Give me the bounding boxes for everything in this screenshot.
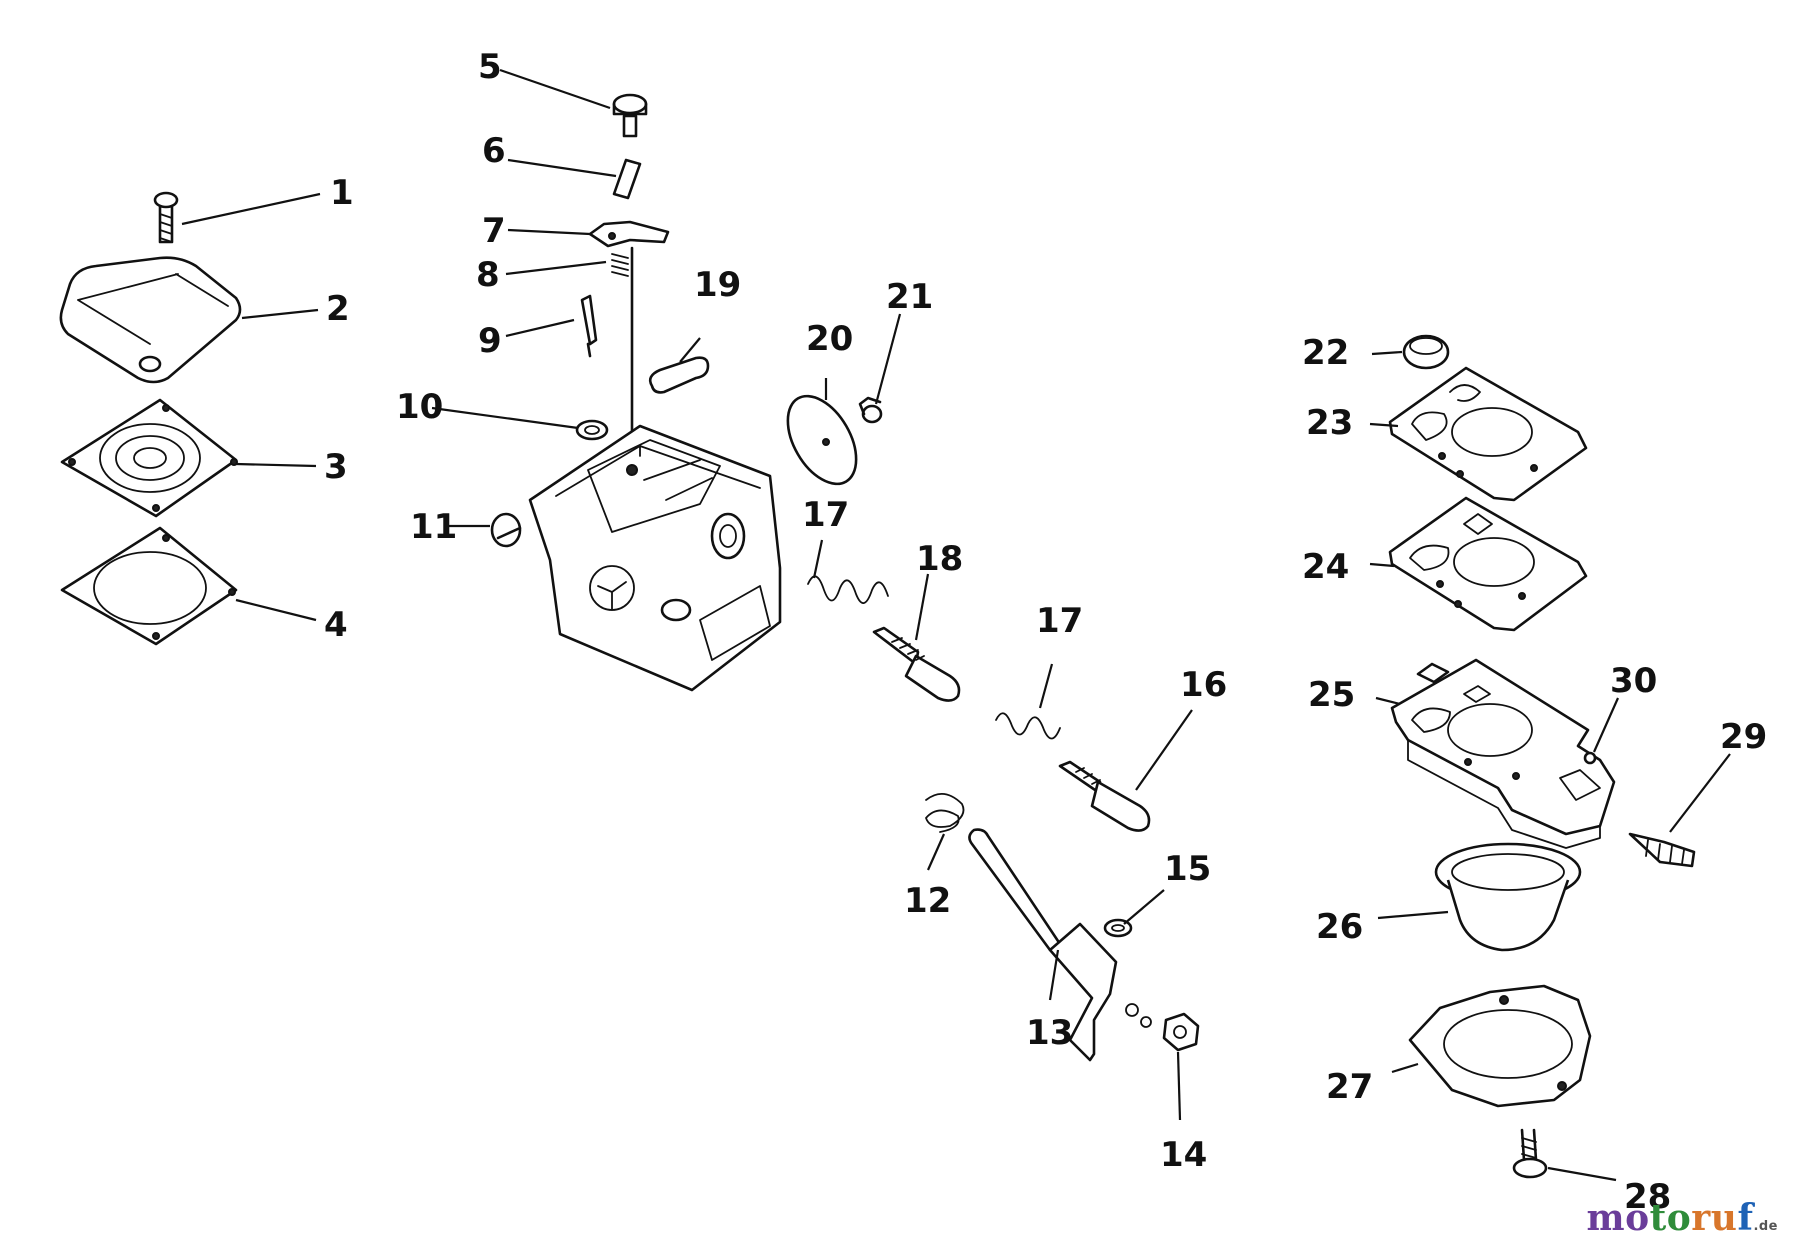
part-24-gasket bbox=[1388, 496, 1588, 632]
callout-25: 25 bbox=[1308, 675, 1355, 715]
part-19-gasket bbox=[648, 356, 710, 394]
callout-22: 22 bbox=[1302, 333, 1349, 373]
part-5-screw bbox=[612, 93, 648, 138]
part-18-adjust-screw bbox=[872, 626, 961, 702]
callout-1: 1 bbox=[330, 173, 354, 213]
part-20-throttle-plate bbox=[786, 394, 858, 486]
callout-27: 27 bbox=[1326, 1067, 1373, 1107]
part-25-pump-body bbox=[1390, 658, 1616, 849]
part-28-screw bbox=[1512, 1128, 1548, 1179]
part-16-adjust-screw bbox=[1058, 760, 1151, 832]
callout-4: 4 bbox=[324, 605, 348, 645]
callout-21: 21 bbox=[886, 277, 933, 317]
callout-9: 9 bbox=[478, 321, 502, 361]
part-3-pump-diaphragm bbox=[60, 398, 238, 518]
part-26-primer-bulb bbox=[1434, 842, 1582, 952]
part-4-gasket bbox=[60, 526, 238, 646]
callout-14: 14 bbox=[1160, 1135, 1207, 1175]
part-22-filter bbox=[1402, 334, 1450, 370]
callout-labels: 1 2 3 4 5 6 7 8 9 10 11 12 13 14 15 16 1… bbox=[324, 47, 1767, 1217]
callout-7: 7 bbox=[482, 211, 506, 251]
part-30-pin bbox=[1583, 751, 1597, 765]
part-21-screw bbox=[858, 396, 883, 424]
callout-20: 20 bbox=[806, 319, 853, 359]
callout-23: 23 bbox=[1306, 403, 1353, 443]
part-12-spring bbox=[925, 793, 965, 833]
part-10-clip bbox=[575, 419, 609, 441]
part-1-screw bbox=[153, 191, 179, 244]
part-7-lever bbox=[588, 220, 670, 248]
callout-16: 16 bbox=[1180, 665, 1227, 705]
callout-8: 8 bbox=[476, 255, 500, 295]
part-8-spring bbox=[611, 246, 634, 458]
callout-28: 28 bbox=[1624, 1177, 1671, 1217]
callout-5: 5 bbox=[478, 47, 502, 87]
callout-17-lower: 17 bbox=[1036, 601, 1083, 641]
callout-6: 6 bbox=[482, 131, 506, 171]
callout-19: 19 bbox=[694, 265, 741, 305]
leader-lines bbox=[181, 68, 1731, 1182]
part-23-plate bbox=[1388, 366, 1588, 502]
callout-18: 18 bbox=[916, 539, 963, 579]
part-17-spring-upper bbox=[807, 575, 889, 604]
motoruf-watermark-logo: motoruf.de bbox=[1586, 1197, 1778, 1239]
callout-10: 10 bbox=[396, 387, 443, 427]
callout-17-upper: 17 bbox=[802, 495, 849, 535]
part-2-pump-cover bbox=[59, 256, 242, 384]
callout-11: 11 bbox=[410, 507, 457, 547]
part-14-nut bbox=[1162, 1012, 1200, 1052]
part-27-retainer-plate bbox=[1408, 984, 1592, 1108]
callout-2: 2 bbox=[326, 289, 350, 329]
part-6-pin bbox=[612, 158, 642, 200]
callout-24: 24 bbox=[1302, 547, 1349, 587]
callout-30: 30 bbox=[1610, 661, 1657, 701]
callout-13: 13 bbox=[1026, 1013, 1073, 1053]
part-29-needle bbox=[1628, 832, 1696, 868]
callout-3: 3 bbox=[324, 447, 348, 487]
part-17-spring-lower bbox=[995, 712, 1061, 740]
part-9-needle bbox=[580, 294, 598, 358]
part-13-throttle-shaft bbox=[968, 828, 1152, 1062]
callout-26: 26 bbox=[1316, 907, 1363, 947]
callout-12: 12 bbox=[904, 881, 951, 921]
carburetor-body bbox=[528, 424, 782, 692]
callout-29: 29 bbox=[1720, 717, 1767, 757]
callout-15: 15 bbox=[1164, 849, 1211, 889]
part-11-plug bbox=[490, 512, 522, 548]
